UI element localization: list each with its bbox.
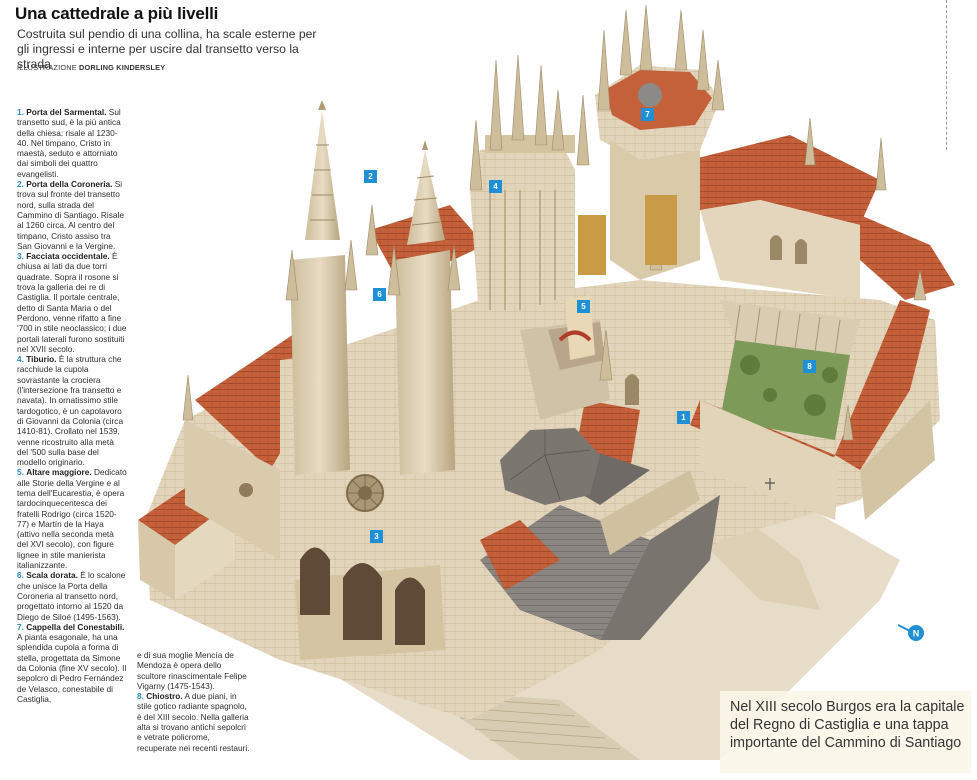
marker-2[interactable]: 2 xyxy=(364,170,377,183)
marker-5[interactable]: 5 xyxy=(577,300,590,313)
compass-arrow-icon: N xyxy=(897,624,924,641)
caption-text: Nel XIII secolo Burgos era la capitale d… xyxy=(730,699,965,751)
marker-6[interactable]: 6 xyxy=(373,288,386,301)
legend-item: 3. Facciata occidentale. È chiusa ai lat… xyxy=(17,251,127,354)
legend-number: 8. xyxy=(137,691,144,702)
legend-item: 8. Chiostro. A due piani, in stile gotic… xyxy=(137,691,251,753)
legend-item: 5. Altare maggiore. Dedicato alle Storie… xyxy=(17,467,127,570)
page-title: Una cattedrale a più livelli xyxy=(15,4,219,23)
legend-name: Scala dorata. xyxy=(26,570,78,581)
legend-list-continued: e di sua moglie Mencía de Mendoza è oper… xyxy=(137,650,251,753)
legend-text: È lo scalone che unisce la Porta della C… xyxy=(17,570,126,622)
legend-name: Facciata occidentale. xyxy=(26,251,110,262)
legend-number: 5. xyxy=(17,467,24,478)
legend-number: 6. xyxy=(17,570,24,581)
marker-8[interactable]: 8 xyxy=(803,360,816,373)
legend-text: A due piani, in stile gotico radiante sp… xyxy=(137,691,250,753)
legend-item: 6. Scala dorata. È lo scalone che unisce… xyxy=(17,570,127,621)
legend-name: Altare maggiore. xyxy=(26,467,92,478)
legend-item: 1. Porta del Sarmental. Sul transetto su… xyxy=(17,107,127,179)
legend-text: Dedicato alle Storie della Vergine e al … xyxy=(17,467,127,571)
legend-text: Si trova sul fronte del transetto nord, … xyxy=(17,179,124,251)
credit-name: DORLING KINDERSLEY xyxy=(79,63,166,72)
legend-number: 4. xyxy=(17,354,24,365)
marker-4[interactable]: 4 xyxy=(489,180,502,193)
legend-name: Porta del Sarmental. xyxy=(26,107,107,117)
marker-3[interactable]: 3 xyxy=(370,530,383,543)
legend-name: Tiburio. xyxy=(26,354,57,365)
legend-text: e di sua moglie Mencía de Mendoza è oper… xyxy=(137,650,247,691)
legend-item: e di sua moglie Mencía de Mendoza è oper… xyxy=(137,650,251,691)
legend-number: 1. xyxy=(17,107,24,117)
north-compass: N xyxy=(896,621,926,643)
legend-name: Cappella del Conestabili. xyxy=(26,621,125,632)
legend-text: A pianta esagonale, ha una splendida cup… xyxy=(17,632,127,704)
credit-prefix: ILLUSTRAZIONE xyxy=(17,63,77,72)
legend-item: 7. Cappella del Conestabili. A pianta es… xyxy=(17,622,127,704)
legend-name: Porta della Coroneria. xyxy=(26,179,113,190)
illustration-credit: ILLUSTRAZIONE DORLING KINDERSLEY xyxy=(17,63,165,72)
legend-text: Sul transetto sud, è la più antica della… xyxy=(17,107,121,179)
caption-box: Nel XIII secolo Burgos era la capitale d… xyxy=(720,691,971,773)
legend-item: 2. Porta della Coroneria. Si trova sul f… xyxy=(17,179,127,251)
page-border xyxy=(946,0,948,150)
legend-list: 1. Porta del Sarmental. Sul transetto su… xyxy=(17,107,127,704)
marker-1[interactable]: 1 xyxy=(677,411,690,424)
legend-number: 2. xyxy=(17,179,24,190)
legend-number: 7. xyxy=(17,621,24,632)
marker-7[interactable]: 7 xyxy=(641,108,654,121)
legend-item: 4. Tiburio. È la struttura che racchiude… xyxy=(17,354,127,467)
page-subtitle: Costruita sul pendio di una collina, ha … xyxy=(17,27,317,71)
legend-text: È chiusa ai lati da due torri quadrate. … xyxy=(17,251,127,354)
legend-number: 3. xyxy=(17,251,24,262)
legend-text: È la struttura che racchiude la cupola s… xyxy=(17,354,124,468)
legend-name: Chiostro. xyxy=(146,691,183,702)
compass-label: N xyxy=(913,629,920,639)
